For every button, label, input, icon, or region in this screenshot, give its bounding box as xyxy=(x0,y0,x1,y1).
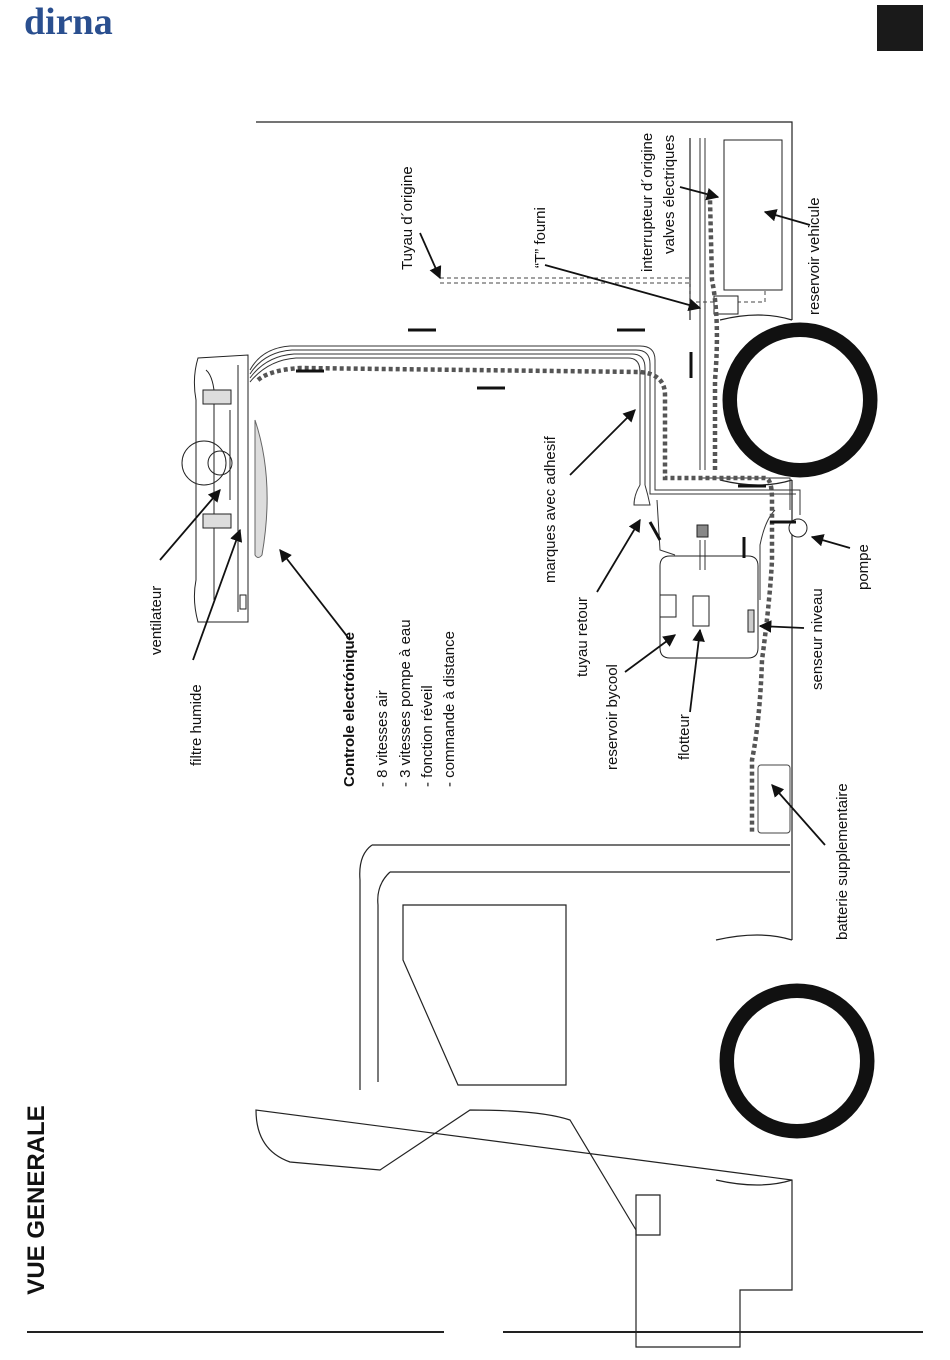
footer-rule-right xyxy=(503,1331,923,1333)
corner-tab-marker xyxy=(877,5,923,51)
label-controle-item-2: - 3 vitesses pompe à eau xyxy=(397,619,414,787)
vehicle-outline xyxy=(255,121,793,1348)
water-hoses xyxy=(249,138,801,600)
label-reservoir-bycool: reservoir bycool xyxy=(604,664,621,770)
front-wheel xyxy=(719,983,875,1139)
label-batterie: batterie supplementaire xyxy=(834,783,851,940)
label-pompe: pompe xyxy=(855,544,872,590)
label-senseur: senseur niveau xyxy=(809,588,826,690)
label-controle-item-4: - commande à distance xyxy=(441,631,458,787)
rear-wheel xyxy=(722,322,878,478)
label-controle-item-3: - fonction réveil xyxy=(419,685,436,787)
brand-logo: dirna xyxy=(24,1,113,43)
original-pipe xyxy=(440,277,766,303)
label-valves: valves électriques xyxy=(661,135,678,254)
bycool-reservoir xyxy=(659,555,759,659)
label-filtre-humide: filtre humide xyxy=(188,684,205,766)
leader-arrows xyxy=(159,186,851,846)
label-t-fourni: “T” fourni xyxy=(532,207,549,268)
label-reservoir-vehicule: reservoir vehicule xyxy=(806,197,823,315)
supplementary-battery xyxy=(757,764,791,834)
electronic-control-panel xyxy=(254,419,268,558)
label-tuyau-origine: Tuyau d´origine xyxy=(399,166,416,270)
label-tuyau-retour: tuyau retour xyxy=(574,597,591,677)
label-marques: marques avec adhesif xyxy=(542,435,559,583)
electric-cables xyxy=(256,199,775,832)
label-controle-title: Controle electrónique xyxy=(341,632,358,787)
adhesive-marks xyxy=(296,328,796,558)
label-flotteur: flotteur xyxy=(676,714,693,760)
roof-ac-unit xyxy=(181,354,249,623)
footer-rule-left xyxy=(27,1331,444,1333)
label-controle-item-1: - 8 vitesses air xyxy=(374,690,391,787)
label-interrupteur: interrupteur d´origine xyxy=(639,133,656,272)
label-ventilateur: ventilateur xyxy=(148,586,165,655)
valve-block xyxy=(696,524,709,538)
